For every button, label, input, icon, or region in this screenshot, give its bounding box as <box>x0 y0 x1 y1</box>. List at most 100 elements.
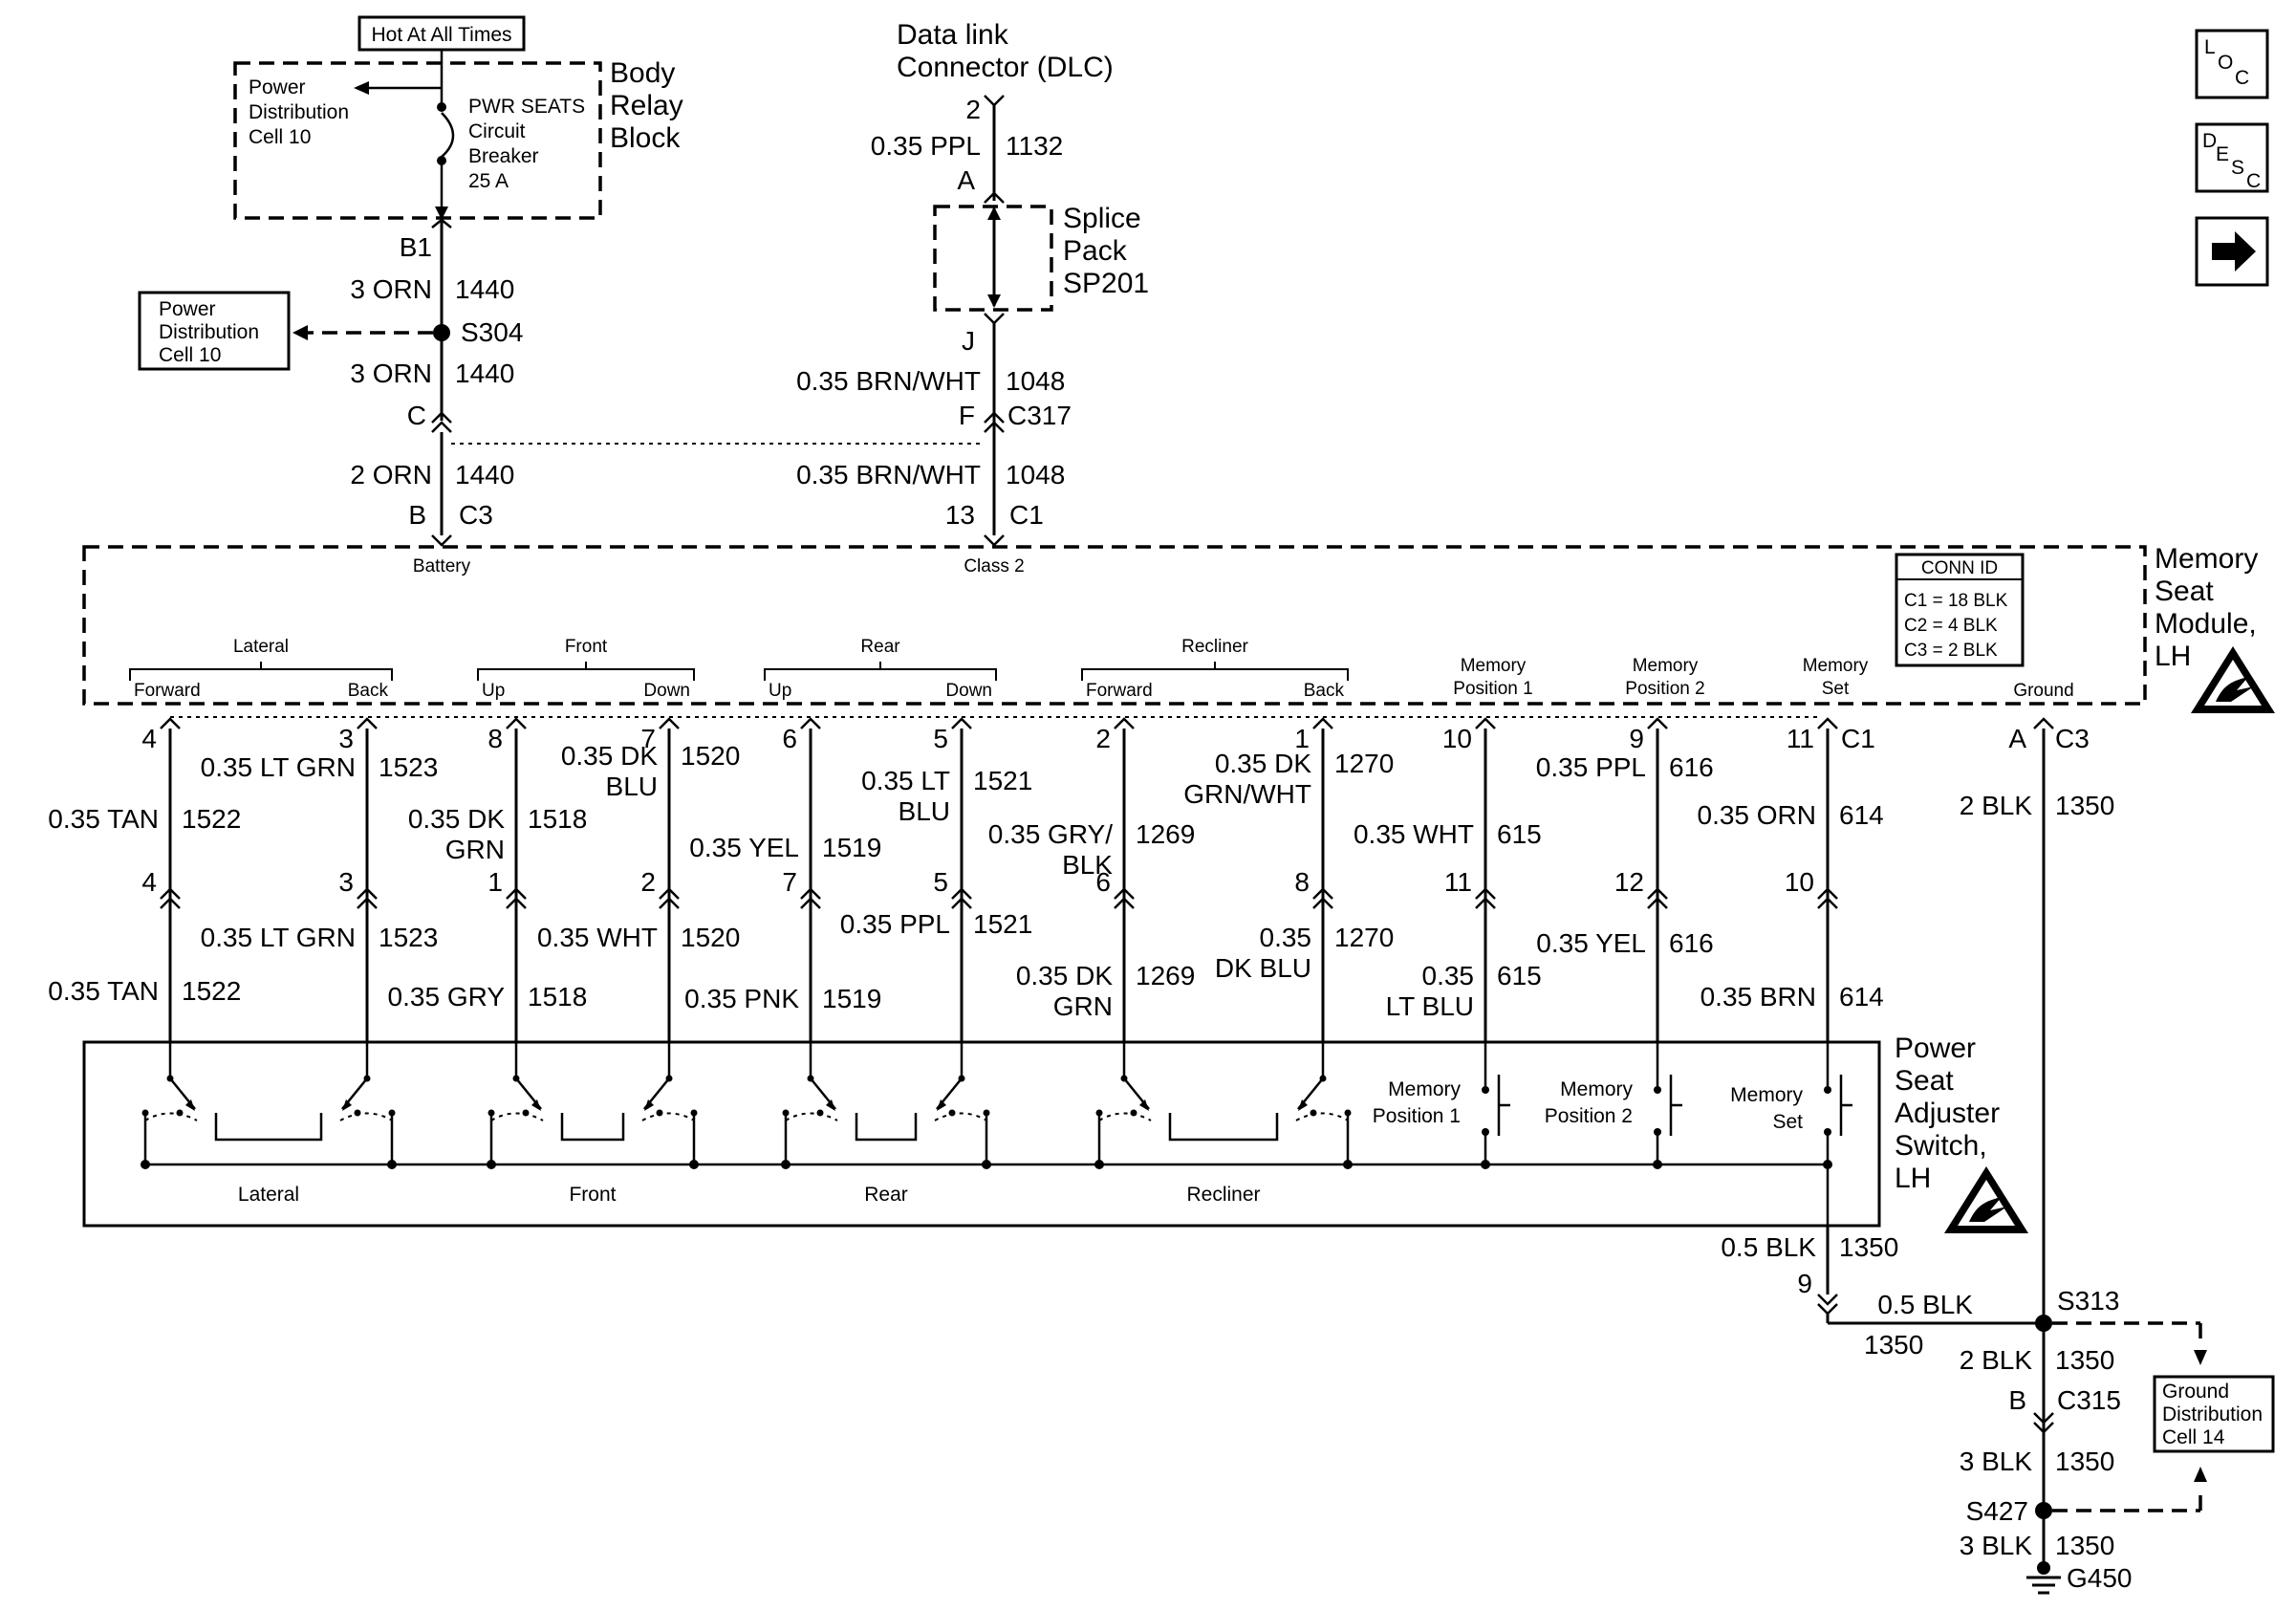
group-label: Recliner <box>1181 637 1248 657</box>
module-pin: 2 <box>1095 724 1111 753</box>
next-page-button[interactable] <box>2195 216 2269 287</box>
wire-color-label: 0.35 TAN <box>48 976 159 1006</box>
connector-c2-icon <box>1475 887 1496 909</box>
module-pin: 11 <box>1787 724 1814 753</box>
circuit-number-label: 1270 <box>1334 749 1394 778</box>
circuit-number-label: 1518 <box>528 982 587 1012</box>
pin-a: A <box>2008 724 2026 753</box>
circuit-number-label: 1518 <box>528 804 587 834</box>
wire-color-label: 2 BLK <box>1960 791 2033 820</box>
circuit-number-label: 1132 <box>1006 131 1063 161</box>
conn-id-box <box>1895 553 2025 667</box>
wire-color-label: 0.35 YEL <box>689 833 799 862</box>
module-class2-label: Class 2 <box>964 556 1024 577</box>
module-pin: 8 <box>487 724 503 753</box>
circuit-number-label: 1350 <box>2055 1345 2114 1375</box>
arrow-left-icon <box>354 81 369 95</box>
wire-color-label: 2 ORN <box>350 460 432 490</box>
module-pin: 4 <box>141 724 157 753</box>
pin-2: 2 <box>965 95 981 124</box>
wire-color-label: 0.35 WHT <box>537 923 658 952</box>
switch-pin: 11 <box>1444 867 1472 897</box>
direction-label: Up <box>769 681 791 701</box>
ground-g450-label: G450 <box>2067 1563 2133 1593</box>
pin-c: C <box>407 401 426 430</box>
module-pin: 10 <box>1442 724 1472 753</box>
circuit-number-label: 1440 <box>455 359 514 388</box>
circuit-number-label: 1048 <box>1006 366 1065 396</box>
circuit-number-label: 1522 <box>182 804 241 834</box>
switch-lateral: Lateral <box>141 1042 397 1206</box>
conn-id-row: C1 = 18 BLK <box>1904 591 2008 611</box>
circuit-number-label: 1522 <box>182 976 241 1006</box>
splice-s313-label: S313 <box>2057 1286 2119 1316</box>
splice-s427-label: S427 <box>1966 1496 2028 1526</box>
circuit-number-label: 616 <box>1669 928 1714 958</box>
circuit-number-label: 1520 <box>681 741 740 771</box>
connector-c3-label: C3 <box>459 500 493 530</box>
switch-pin: 12 <box>1614 867 1644 897</box>
switch-group-label: Recliner <box>1186 1184 1260 1206</box>
circuit-number-label: 1521 <box>973 766 1032 795</box>
splice-s304-dot <box>433 324 450 341</box>
connector-c1-label: C1 <box>1841 724 1875 753</box>
wire-color-label: 3 ORN <box>350 274 432 304</box>
desc-letter: D <box>2202 130 2217 152</box>
desc-button[interactable]: D E S C <box>2195 122 2269 193</box>
switch-pin: 4 <box>141 867 157 897</box>
switch-group-label: Lateral <box>238 1184 299 1206</box>
wire-color-label: 3 BLK <box>1960 1531 2033 1560</box>
wire-color-label: 0.35 ORN <box>1698 800 1817 830</box>
circuit-number-label: 1520 <box>681 923 740 952</box>
connector-c3-label: C3 <box>2055 724 2090 753</box>
desc-letter: S <box>2231 157 2244 179</box>
splice-s304-label: S304 <box>461 317 523 347</box>
circuit-number-label: 1350 <box>1864 1330 1923 1360</box>
wire-color-label: 0.35 PPL <box>840 909 950 939</box>
direction-label: Up <box>482 681 505 701</box>
wire-color-label: 0.35 BRN/WHT <box>796 460 981 490</box>
switch-pin: 8 <box>1294 867 1310 897</box>
pin-j: J <box>962 326 975 356</box>
connector-c1-label: C1 <box>1009 500 1044 530</box>
wire-color-label: 0.5 BLK <box>1877 1290 1973 1319</box>
desc-letter: C <box>2246 170 2261 192</box>
wire-color-label: 0.35 GRY <box>388 982 506 1012</box>
switch-pin: 2 <box>640 867 656 897</box>
circuit-number-label: 1350 <box>2055 791 2114 820</box>
connector-b1-icon <box>431 218 452 228</box>
loc-button[interactable]: L O C <box>2195 29 2269 99</box>
conn-id-row: C2 = 4 BLK <box>1904 616 1998 636</box>
pin-13: 13 <box>945 500 975 530</box>
wire-color-label: 0.35 BRN/WHT <box>796 366 981 396</box>
body-relay-block-box <box>233 61 602 220</box>
module-pin: 9 <box>1629 724 1644 753</box>
connector-dlc-icon <box>984 95 1005 107</box>
switch-pin: 5 <box>933 867 948 897</box>
direction-label: Forward <box>134 681 201 701</box>
circuit-number-label: 1269 <box>1136 819 1195 849</box>
connector-c2-icon <box>1312 887 1333 909</box>
wire-color-label: 0.35 PPL <box>1536 752 1646 782</box>
